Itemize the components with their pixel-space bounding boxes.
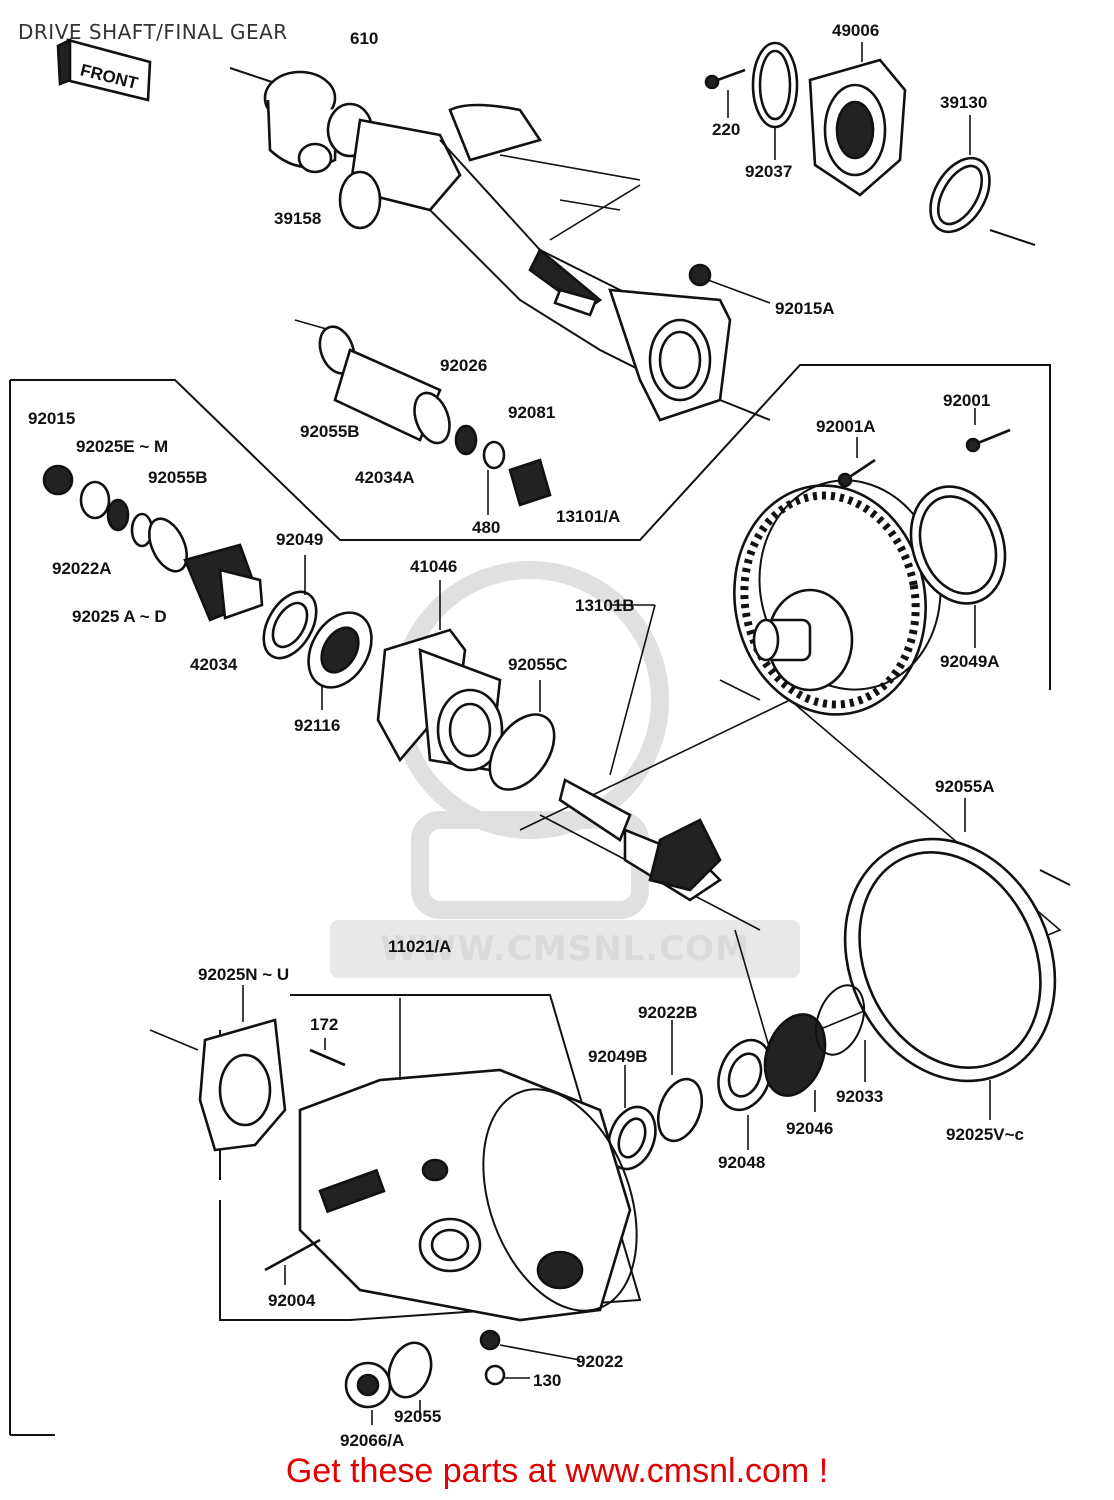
label-92001: 92001 [943, 391, 990, 410]
pinion-shaft [558, 604, 723, 902]
label-13101a: 13101/A [556, 507, 620, 526]
label-130: 130 [533, 1371, 561, 1390]
label-92025n-u: 92025N ~ U [198, 965, 289, 984]
label-92025e-m: 92025E ~ M [76, 437, 168, 456]
label-92049b: 92049B [588, 1047, 648, 1066]
pinion-stack-parts [42, 319, 552, 710]
label-92116: 92116 [294, 716, 340, 735]
label-92048: 92048 [718, 1153, 765, 1172]
footer-link-text[interactable]: Get these parts at www.cmsnl.com ! [285, 1452, 829, 1490]
label-172: 172 [310, 1015, 338, 1034]
label-92026: 92026 [440, 356, 487, 375]
label-610: 610 [350, 29, 378, 48]
label-92022: 92022 [576, 1352, 623, 1371]
label-92004: 92004 [268, 1291, 316, 1310]
label-49006: 49006 [832, 21, 879, 40]
front-indicator: FRONT [56, 37, 152, 102]
label-480: 480 [472, 518, 500, 537]
cover-gasket [843, 798, 1071, 1120]
label-92055b-top: 92055B [300, 422, 360, 441]
watermark-text: WWW.CMSNL.COM [380, 929, 750, 969]
label-92033: 92033 [836, 1087, 883, 1106]
label-92055b: 92055B [148, 468, 208, 487]
drive-shaft-assembly [229, 67, 771, 422]
label-92015: 92015 [28, 409, 75, 428]
label-42034: 42034 [190, 655, 238, 674]
part-number-labels: 610 39158 220 49006 92037 39130 92015A 9… [28, 21, 1024, 1450]
label-11021a: 11021/A [388, 937, 451, 956]
label-92046: 92046 [786, 1119, 833, 1138]
label-92037: 92037 [745, 162, 792, 181]
watermark-logo: WWW.CMSNL.COM [330, 561, 800, 978]
label-39158: 39158 [274, 209, 321, 228]
drain-plug-parts [344, 1329, 581, 1425]
label-92049a: 92049A [940, 652, 1000, 671]
label-92025v-c: 92025V~c [946, 1125, 1024, 1144]
label-92055: 92055 [394, 1407, 441, 1426]
label-41046: 41046 [410, 557, 457, 576]
label-92081: 92081 [508, 403, 555, 422]
label-92025a-d: 92025 A ~ D [72, 607, 167, 626]
label-39130: 39130 [940, 93, 987, 112]
label-92055a: 92055A [935, 777, 995, 796]
ring-gear [719, 408, 1011, 716]
lower-bearing-parts [607, 984, 866, 1171]
label-92015a: 92015A [775, 299, 835, 318]
bearing-housing [376, 580, 556, 791]
label-92001a: 92001A [816, 417, 876, 436]
label-92022b: 92022B [638, 1003, 698, 1022]
diagram-title: DRIVE SHAFT/FINAL GEAR [18, 20, 288, 44]
label-92055c: 92055C [508, 655, 568, 674]
label-92066a: 92066/A [340, 1431, 404, 1450]
label-42034a: 42034A [355, 468, 415, 487]
label-92022a: 92022A [52, 559, 112, 578]
label-220: 220 [712, 120, 740, 139]
upper-right-parts [688, 41, 1036, 304]
label-92049: 92049 [276, 530, 323, 549]
label-13101b: 13101B [575, 596, 635, 615]
final-gear-case [149, 985, 638, 1322]
